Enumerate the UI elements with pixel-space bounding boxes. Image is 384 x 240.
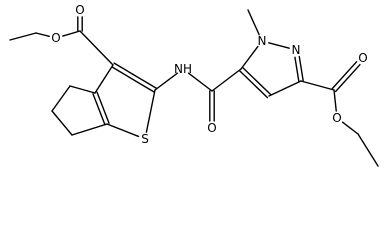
bond-c4p-c5p bbox=[241, 66, 272, 96]
bond-S-c2 bbox=[145, 89, 156, 133]
bond-c4-c5 bbox=[51, 85, 71, 112]
bond-cL-c3 bbox=[79, 30, 114, 66]
atom-label-nh: NH bbox=[174, 62, 192, 76]
atom-label-s: S bbox=[141, 132, 149, 146]
bond-c3a-c6a bbox=[92, 93, 106, 126]
bond-c2-NH bbox=[154, 72, 179, 91]
atom-label-o-ester-top-r: O bbox=[358, 51, 367, 65]
bond-c6-c6a bbox=[71, 123, 108, 136]
atom-label-n1: N bbox=[258, 34, 267, 48]
bond-c2-c3 bbox=[113, 62, 157, 89]
bond-cR-O_ester_top_R bbox=[334, 63, 361, 93]
bond-c3a-c6a bbox=[96, 91, 110, 124]
bond-N2-c3p bbox=[298, 55, 304, 82]
bond-N1-me bbox=[247, 9, 260, 36]
bond-O_ester_L-cL bbox=[62, 30, 81, 37]
bond-N2-c3p bbox=[294, 56, 300, 83]
bond-c4p-c5p bbox=[238, 69, 269, 99]
bond-c5-c6 bbox=[51, 110, 73, 136]
bond-c3p-c4p bbox=[268, 80, 302, 97]
bond-c6a-S bbox=[106, 123, 140, 138]
bond-cA-c5p bbox=[211, 68, 242, 92]
bond-c3a-c4 bbox=[69, 85, 96, 94]
bond-c5p-N1 bbox=[240, 45, 259, 70]
molecule-structure-diagram: O O S NH O N N O O bbox=[9, 3, 379, 167]
atom-label-n2: N bbox=[292, 43, 301, 57]
bond-eR1-eR2 bbox=[357, 133, 379, 167]
bond-eL2-O_ester_L bbox=[35, 32, 50, 38]
bond-N1-N2 bbox=[268, 42, 290, 49]
bond-c2-c3 bbox=[111, 66, 155, 93]
atom-label-o-amide: O bbox=[207, 121, 216, 135]
bond-eL1-eL2 bbox=[9, 32, 37, 41]
atom-label-o-ester-r: O bbox=[332, 111, 341, 125]
atom-label-o-ester-l: O bbox=[51, 31, 60, 45]
bond-NH-cA bbox=[187, 72, 213, 92]
bond-cR-O_ester_R bbox=[333, 89, 337, 112]
bond-cR-O_ester_top_R bbox=[331, 61, 358, 90]
atom-label-o-ester-top-l: O bbox=[75, 3, 84, 17]
atom-label-layer: O O S NH O N N O O bbox=[51, 3, 367, 146]
bond-c3p-cR bbox=[300, 80, 335, 91]
bond-c3-c3a bbox=[94, 64, 114, 94]
bond-O_ester_R-eR1 bbox=[341, 121, 359, 135]
bond-layer bbox=[9, 9, 379, 167]
